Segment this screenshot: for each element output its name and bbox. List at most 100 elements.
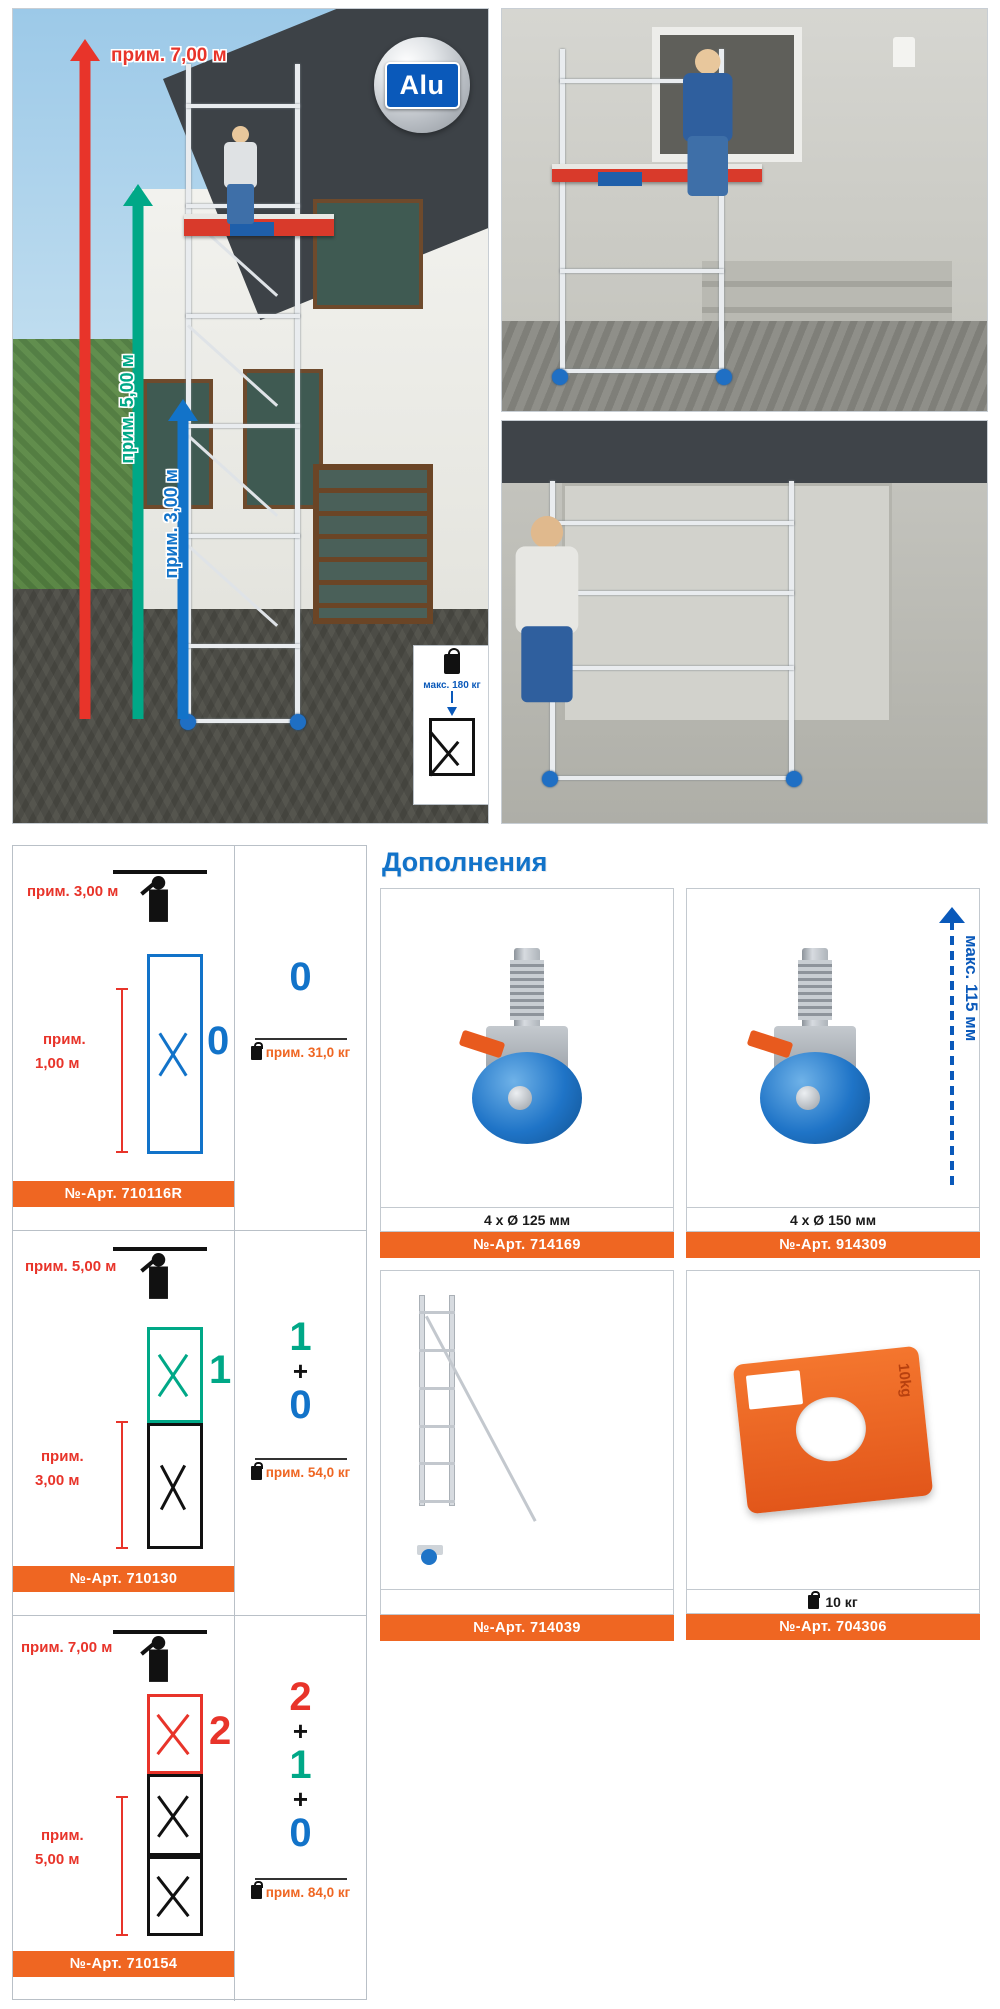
weight-value: прим. 54,0 кг [265, 1465, 351, 1480]
config-diagram-cell: прим. 3,00 м прим. 1,00 м 0 №-Арт. 71011… [13, 846, 235, 1230]
accessory-caption: 4 x Ø 150 мм [686, 1208, 980, 1232]
table-row: прим. 7,00 м прим. 5,00 м 2 №-Арт. [13, 1616, 366, 2001]
person-icon [140, 1253, 172, 1299]
weight-row: прим. 54,0 кг [250, 1461, 351, 1480]
worker-secondary [677, 49, 737, 196]
configuration-table: прим. 3,00 м прим. 1,00 м 0 №-Арт. 71011… [12, 845, 367, 2001]
plus-symbol: + [292, 1783, 309, 1814]
section-dimension-bar [116, 1796, 128, 1936]
scaffold-unit-block [147, 954, 203, 1154]
accessory-caption [380, 1590, 674, 1615]
row-section-dimension-1: прим. [41, 1448, 84, 1465]
max-load-label: макс. 180 кг [423, 680, 481, 691]
accessory-measure-label: макс. 115 мм [962, 935, 980, 1042]
row-top-dimension: прим. 5,00 м [25, 1258, 117, 1275]
max-load-callout: макс. 180 кг [413, 645, 488, 805]
accessory-card-castor-125[interactable]: 4 x Ø 125 мм №-Арт. 714169 [380, 888, 674, 1258]
hero-photo-section: прим. 7,00 м прим. 5,00 м прим. 3,00 м A… [0, 0, 1000, 832]
worker-on-platform [220, 126, 260, 224]
accessories-grid: 4 x Ø 125 мм №-Арт. 714169 макс. 115 мм … [380, 888, 988, 1641]
config-summary-cell: 0 прим. 31,0 кг [235, 846, 366, 1230]
config-diagram-cell: прим. 5,00 м прим. 3,00 м 1 №-Арт. 71013… [13, 1231, 235, 1615]
house-window-mid [243, 369, 323, 509]
accessory-photo [380, 1270, 674, 1590]
accessory-article-number[interactable]: №-Арт. 914309 [686, 1232, 980, 1258]
accessory-photo: 10kg [686, 1270, 980, 1590]
castor-wheel-icon [452, 948, 602, 1148]
article-number-bar[interactable]: №-Арт. 710116R [13, 1181, 234, 1207]
count-value: 0 [289, 1810, 312, 1855]
scaffold-tower [178, 64, 334, 730]
person-icon [140, 1636, 172, 1682]
secondary-photo-garage [501, 420, 988, 824]
height-arrow-5m-label: прим. 5,00 м [117, 354, 137, 464]
weight-value: прим. 31,0 кг [265, 1045, 351, 1060]
article-number-bar[interactable]: №-Арт. 710130 [13, 1566, 234, 1592]
accessory-weight-value: 10 кг [825, 1594, 858, 1610]
config-summary-cell: 2 + 1 + 0 прим. 84,0 кг [235, 1616, 366, 2001]
section-dimension-bar [116, 988, 128, 1153]
row-section-dimension-2: 5,00 м [35, 1851, 80, 1868]
accessory-card-stabilizer[interactable]: №-Арт. 714039 [380, 1270, 674, 1641]
castor-wheel-icon [740, 948, 890, 1148]
accessory-caption: 4 x Ø 125 мм [380, 1208, 674, 1232]
garage-roof [502, 421, 987, 483]
row-section-dimension-1: прим. [41, 1827, 84, 1844]
accessory-card-castor-150[interactable]: макс. 115 мм 4 x Ø 150 мм №-Арт. 914309 [686, 888, 980, 1258]
weight-row: прим. 84,0 кг [250, 1881, 351, 1900]
count-value: 1 [289, 1315, 312, 1359]
scaffold-unit-block [147, 1694, 203, 1774]
stabilizer-icon [405, 1295, 649, 1565]
row-section-dimension-1: прим. [43, 1031, 86, 1048]
accessories-title: Дополнения [382, 847, 548, 877]
accessory-photo [380, 888, 674, 1208]
weight-value: прим. 84,0 кг [265, 1884, 351, 1900]
config-diagram-cell: прим. 7,00 м прим. 5,00 м 2 №-Арт. [13, 1616, 235, 2001]
accessories-section: Дополнения 4 x Ø 125 мм №-Арт. 714169 [380, 845, 988, 2000]
house-door [313, 464, 433, 624]
accessory-caption: 10 кг [686, 1590, 980, 1614]
article-number-bar[interactable]: №-Арт. 710154 [13, 1951, 234, 1977]
table-row: прим. 5,00 м прим. 3,00 м 1 №-Арт. 71013… [13, 1231, 366, 1616]
accessory-card-ballast[interactable]: 10kg 10 кг №-Арт. 704306 [686, 1270, 980, 1641]
unit-count-badge: 1 [209, 1348, 232, 1392]
plus-symbol: + [292, 1715, 309, 1746]
row-section-dimension-2: 1,00 м [35, 1055, 80, 1072]
down-arrow-icon [447, 707, 457, 716]
count-value: 1 [289, 1742, 312, 1787]
measurement-arrow-icon [939, 907, 965, 1187]
row-section-dimension-2: 3,00 м [35, 1472, 80, 1489]
hedge [13, 339, 133, 589]
height-arrow-7m-label: прим. 7,00 м [111, 45, 227, 66]
scaffold-unit-block-base [147, 1423, 203, 1549]
wall-lamp [893, 37, 915, 67]
row-top-dimension: прим. 7,00 м [21, 1639, 113, 1656]
unit-count-badge: 2 [209, 1709, 232, 1753]
weight-row: прим. 31,0 кг [250, 1041, 351, 1060]
plus-symbol: + [292, 1356, 309, 1386]
weight-icon [250, 1461, 263, 1480]
accessory-article-number[interactable]: №-Арт. 704306 [686, 1614, 980, 1640]
scaffold-unit-block-mid [147, 1774, 203, 1856]
scaffold-unit-block [147, 1327, 203, 1423]
scaffold-unit-block-base [147, 1856, 203, 1936]
count-value: 0 [289, 955, 312, 999]
house-window-upper [313, 199, 423, 309]
row-top-dimension: прим. 3,00 м [27, 883, 119, 900]
ballast-weight-icon: 10kg [732, 1345, 934, 1515]
weight-icon [444, 648, 460, 674]
count-value: 0 [289, 1383, 312, 1427]
count-value: 2 [289, 1674, 312, 1719]
accessory-article-number[interactable]: №-Арт. 714039 [380, 1615, 674, 1641]
accessory-article-number[interactable]: №-Арт. 714169 [380, 1232, 674, 1258]
main-product-photo: прим. 7,00 м прим. 5,00 м прим. 3,00 м A… [12, 8, 489, 824]
alu-badge-label: Alu [384, 61, 460, 109]
alu-material-badge: Alu [374, 37, 470, 133]
table-row: прим. 3,00 м прим. 1,00 м 0 №-Арт. 71011… [13, 846, 366, 1231]
weight-icon [250, 1041, 263, 1060]
weight-icon [250, 1881, 263, 1899]
accessory-photo: макс. 115 мм [686, 888, 980, 1208]
person-icon [140, 876, 172, 922]
paving-area [502, 321, 987, 411]
height-arrow-3m-label: прим. 3,00 м [161, 469, 181, 579]
